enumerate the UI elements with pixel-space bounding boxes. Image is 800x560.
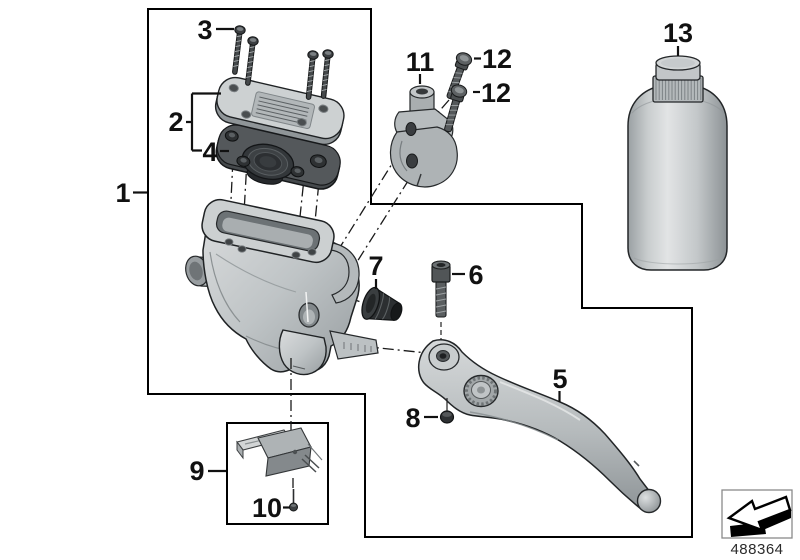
- reservoir-diaphragm: [215, 124, 341, 190]
- callouts: 1 2 3 4 5 6 7 8 9 10 11 12 12 13: [115, 15, 693, 523]
- callout-6: 6: [468, 260, 483, 290]
- lever-cap-nut: [439, 398, 455, 424]
- callout-13: 13: [663, 18, 693, 48]
- callout-4: 4: [202, 137, 217, 167]
- handlebar-clamp: [389, 85, 458, 188]
- callout-10: 10: [252, 493, 282, 523]
- bottle-cap: [652, 55, 704, 103]
- main-group-box: [147, 8, 693, 538]
- switch-screw: [289, 489, 298, 512]
- callout-11: 11: [406, 47, 435, 77]
- lever-ball-end: [636, 488, 662, 514]
- callout-12b: 12: [481, 78, 511, 108]
- callout-12a: 12: [482, 44, 512, 74]
- clutch-lever: [417, 339, 662, 514]
- callout-3: 3: [197, 15, 212, 45]
- master-cylinder-body: [185, 198, 379, 376]
- callout-7: 7: [368, 251, 383, 281]
- callout-8: 8: [405, 403, 420, 433]
- fiche-arrow-icon: [726, 495, 792, 537]
- pivot-bolt: [431, 260, 451, 318]
- clutch-switch: [236, 427, 323, 477]
- diaphragm-grommets: [224, 130, 327, 178]
- callout-2: 2: [168, 107, 183, 137]
- callout-1: 1: [115, 178, 130, 208]
- callout-9: 9: [189, 456, 204, 486]
- rubber-boot: [361, 286, 403, 321]
- reservoir-screw-holes: [224, 238, 317, 259]
- switch-group-box: [226, 422, 329, 525]
- fluid-bottle: [627, 55, 728, 271]
- fiche-arrow-box: [721, 489, 793, 539]
- diagram-part-number: 488364: [730, 541, 783, 558]
- callout-5: 5: [552, 364, 567, 394]
